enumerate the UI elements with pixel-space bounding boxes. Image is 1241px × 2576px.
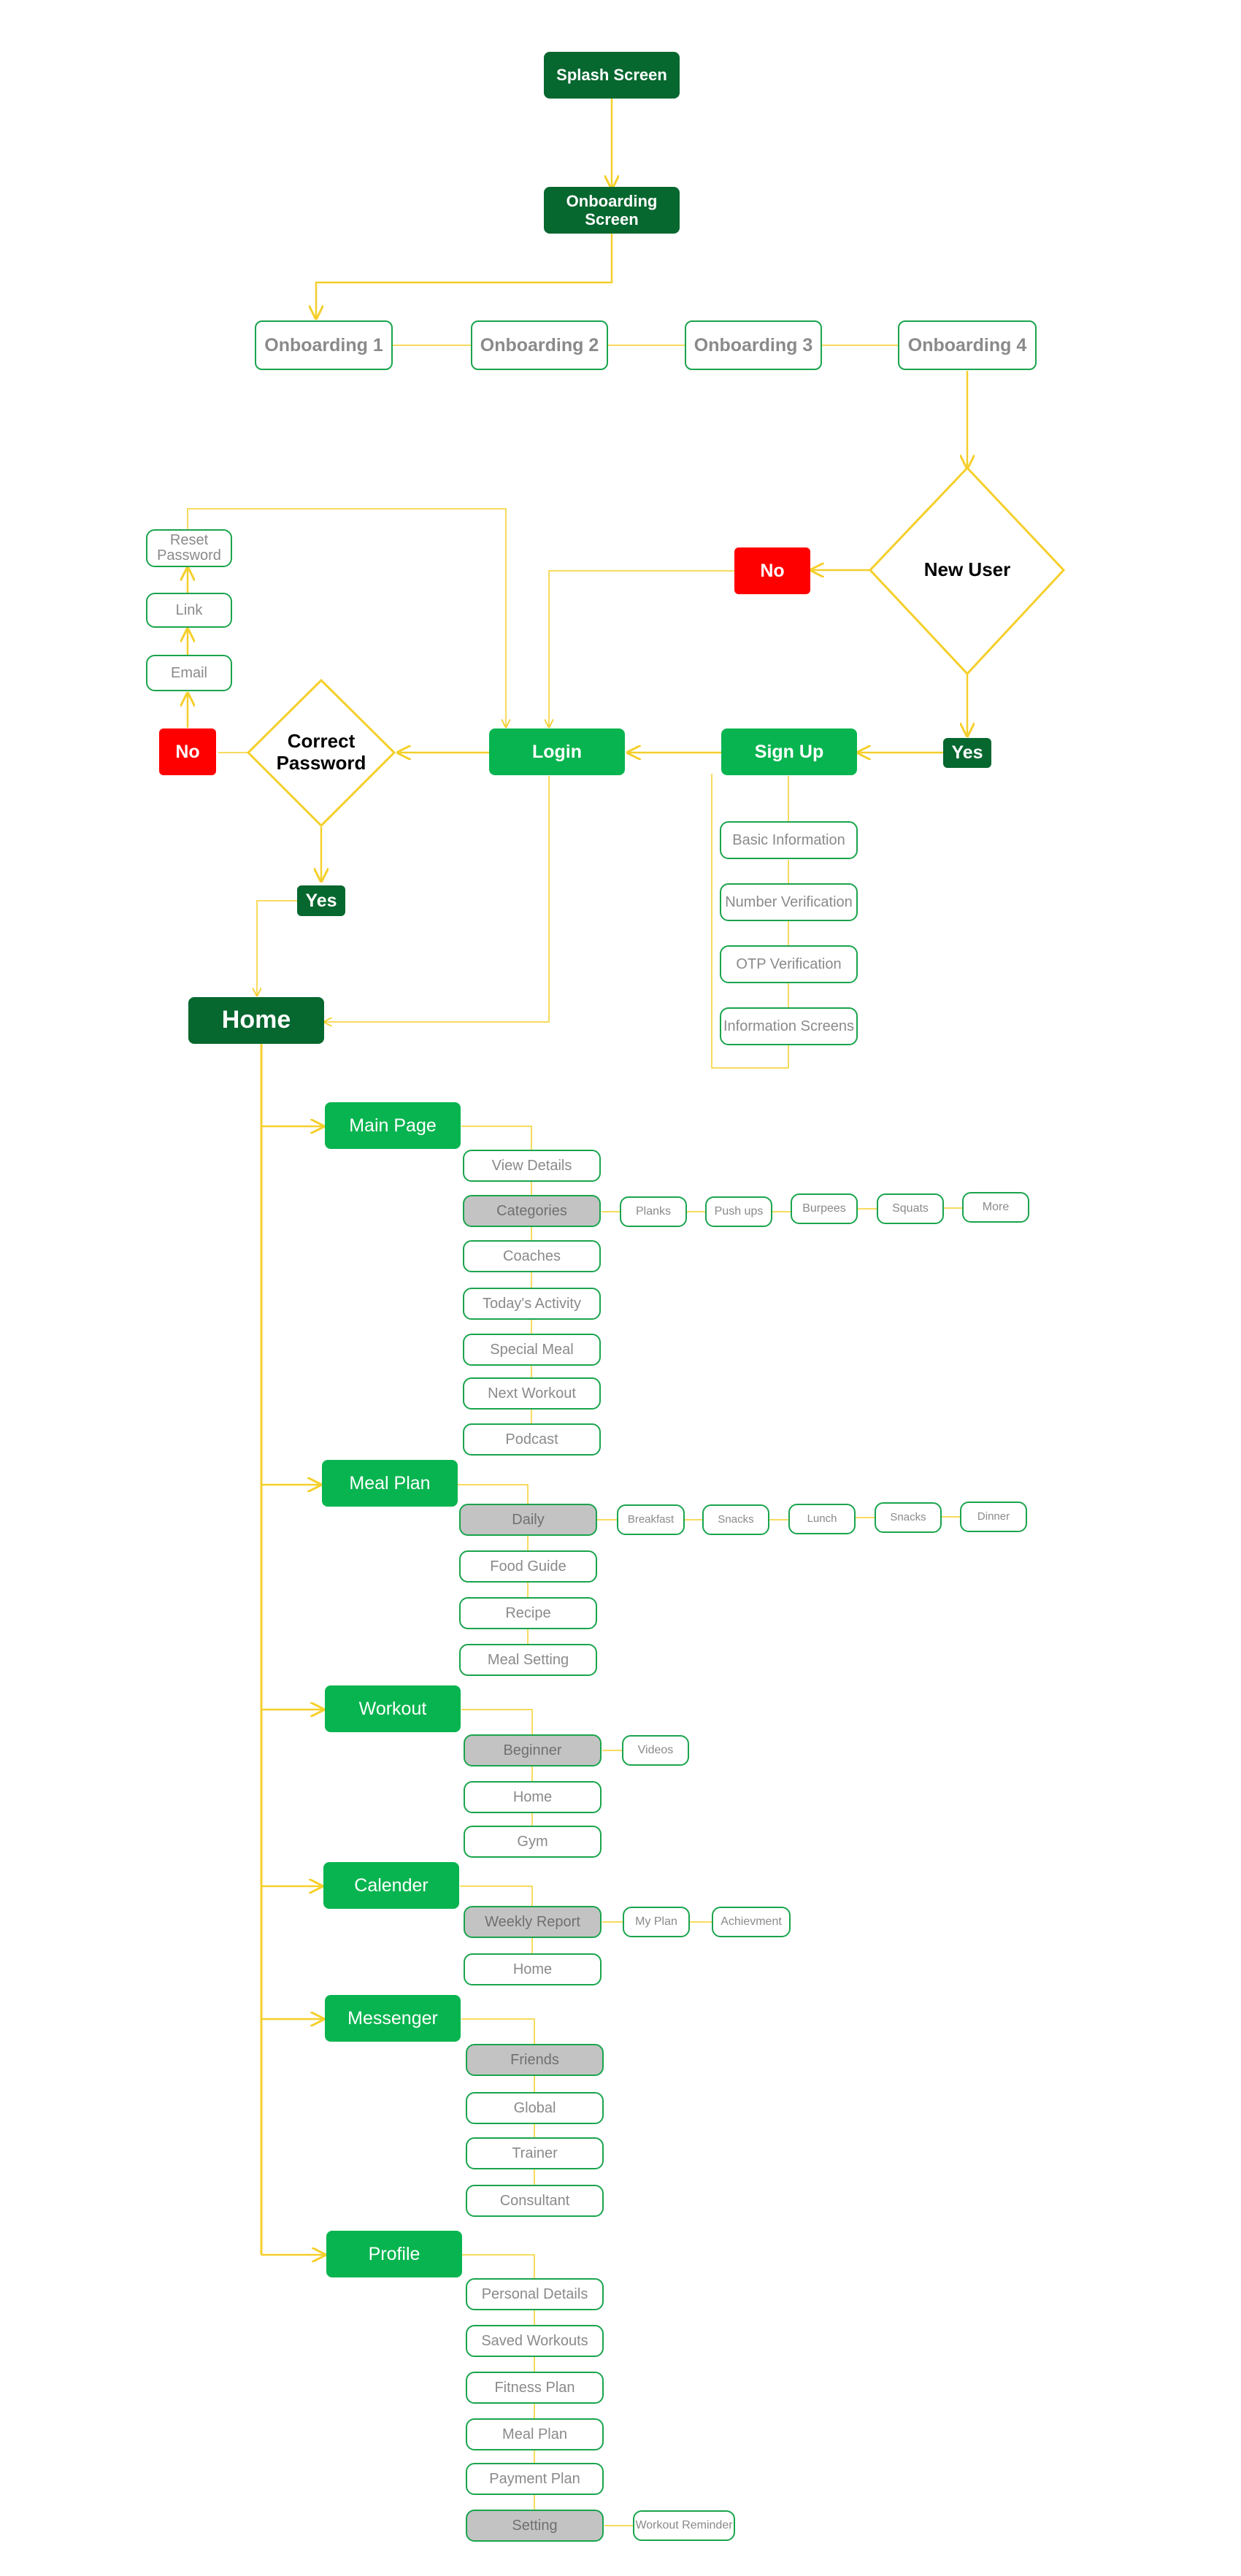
login-node: Login [489,728,625,775]
correct-password-diamond [246,678,396,828]
workout-reminder-node: Workout Reminder [633,2510,735,2541]
todays-activity-node: Today's Activity [463,1288,601,1320]
calender-node: Calender [323,1862,459,1909]
new-user-yes-node: Yes [943,738,991,768]
profile-node: Profile [326,2231,462,2277]
videos-node: Videos [622,1735,689,1766]
new-user-diamond [868,466,1066,676]
splash-screen-node: Splash Screen [544,52,680,99]
password-no-node: No [159,728,216,775]
podcast-node: Podcast [463,1423,601,1456]
snacks-node: Snacks [702,1504,769,1535]
saved-workouts-node: Saved Workouts [466,2325,604,2357]
new-user-no-node: No [734,547,810,594]
onboarding-screen-node: Onboarding Screen [544,187,680,234]
friends-node: Friends [466,2044,604,2076]
email-node: Email [146,655,232,691]
meal-setting-node: Meal Setting [459,1644,597,1676]
dinner-node: Dinner [960,1502,1027,1532]
profile-meal-plan-node: Meal Plan [466,2418,604,2450]
recipe-node: Recipe [459,1597,597,1629]
onboarding-3-node: Onboarding 3 [685,320,822,370]
onboarding-4-node: Onboarding 4 [898,320,1037,370]
my-plan-node: My Plan [623,1907,690,1937]
otp-verification-node: OTP Verification [720,945,858,983]
onboarding-2-node: Onboarding 2 [471,320,608,370]
squats-node: Squats [877,1193,944,1224]
snacks-node-2: Snacks [875,1502,942,1533]
information-screens-node: Information Screens [720,1007,858,1045]
view-details-node: View Details [463,1150,601,1182]
basic-information-node: Basic Information [720,821,858,859]
food-guide-node: Food Guide [459,1550,597,1583]
correct-password-label: Correct Password [276,730,366,774]
burpees-node: Burpees [791,1193,858,1224]
beginner-node: Beginner [464,1734,602,1766]
workout-home-node: Home [464,1781,602,1813]
more-node: More [962,1192,1029,1223]
number-verification-node: Number Verification [720,883,858,921]
link-node: Link [146,593,232,628]
personal-details-node: Personal Details [466,2278,604,2310]
lunch-node: Lunch [788,1504,856,1534]
trainer-node: Trainer [466,2137,604,2169]
reset-password-node: Reset Password [146,529,232,567]
onboarding-1-node: Onboarding 1 [255,320,393,370]
messenger-node: Messenger [325,1995,461,2042]
next-workout-node: Next Workout [463,1377,601,1410]
consultant-node: Consultant [466,2185,604,2217]
new-user-label: New User [923,558,1011,581]
calender-home-node: Home [464,1953,602,1985]
home-node: Home [188,997,324,1044]
meal-plan-node: Meal Plan [322,1460,458,1507]
payment-plan-node: Payment Plan [466,2463,604,2495]
coaches-node: Coaches [463,1240,601,1272]
sign-up-node: Sign Up [721,728,857,775]
password-yes-node: Yes [297,885,345,916]
main-page-node: Main Page [325,1102,461,1149]
weekly-report-node: Weekly Report [464,1906,602,1938]
global-node: Global [466,2092,604,2124]
daily-node: Daily [459,1504,597,1536]
achievment-node: Achievment [712,1907,791,1937]
workout-node: Workout [325,1685,461,1732]
special-meal-node: Special Meal [463,1334,601,1366]
planks-node: Planks [620,1196,687,1227]
push-ups-node: Push ups [705,1196,772,1227]
breakfast-node: Breakfast [617,1504,685,1535]
fitness-plan-node: Fitness Plan [466,2372,604,2404]
setting-node: Setting [466,2510,604,2542]
categories-node: Categories [463,1195,601,1227]
gym-node: Gym [464,1826,602,1858]
